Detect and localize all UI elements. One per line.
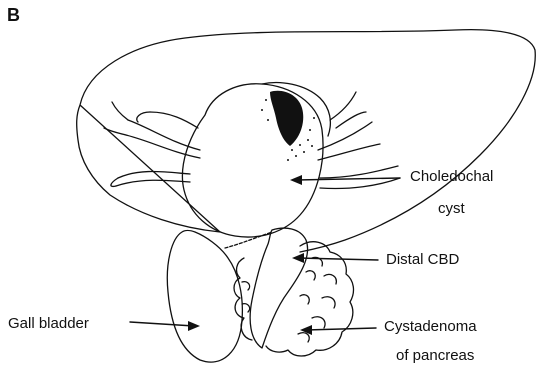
label-choledochal-cyst-line2: cyst <box>438 200 465 218</box>
hepatic-ducts-left <box>104 102 200 186</box>
duodenal-lobules <box>234 258 252 340</box>
label-cystadenoma-line2: of pancreas <box>396 347 474 365</box>
cystic-duct <box>225 232 272 248</box>
gall-bladder-outline <box>167 231 242 363</box>
label-gall-bladder: Gall bladder <box>8 315 89 333</box>
panel-letter: B <box>7 4 20 26</box>
hepatic-ducts-right <box>318 92 400 189</box>
label-cystadenoma-line1: Cystadenoma <box>384 318 477 336</box>
distal-cbd-outline <box>250 228 307 348</box>
porta-shading <box>270 91 303 146</box>
label-choledochal-cyst-line1: Choledochal <box>410 168 493 186</box>
choledochal-cyst-outline <box>182 84 323 237</box>
label-distal-cbd: Distal CBD <box>386 251 459 269</box>
